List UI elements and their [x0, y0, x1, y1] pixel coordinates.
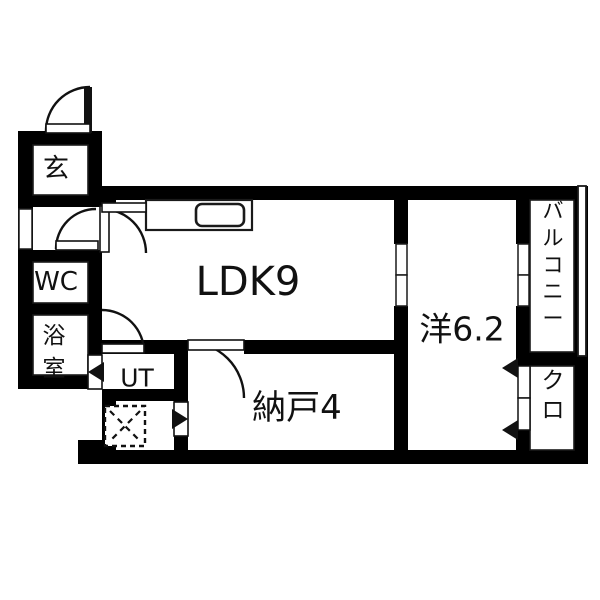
- room-label-ut: UT: [120, 364, 154, 393]
- room-label-yoshitsu: 洋6.2: [419, 310, 504, 349]
- closet-sliding-doors: [502, 358, 531, 440]
- nando-sliding-door: [172, 401, 189, 437]
- closet-door-arrow-lower-icon: [502, 420, 518, 440]
- room-floors: [33, 145, 574, 450]
- balcony-window-lower-leaf: [517, 274, 530, 307]
- bedroom-window-lower-leaf: [395, 274, 408, 307]
- washing-machine-space-icon: [103, 404, 147, 448]
- windows: [18, 208, 530, 307]
- svg-text:クロ: クロ: [542, 368, 565, 423]
- room-labels: 玄 WC 浴 室 UT LDK9 納戸4 洋6.2 バルコニー クロ: [34, 154, 564, 428]
- ldk-entry-swing-door: [99, 202, 148, 254]
- room-label-genkan: 玄: [43, 154, 69, 184]
- left-wall-window-icon: [18, 208, 33, 250]
- room-label-closet: クロ: [542, 368, 565, 423]
- svg-text:バルコニー: バルコニー: [543, 199, 564, 331]
- hall-swing-door: [54, 207, 99, 251]
- ut-swing-door: [101, 308, 146, 354]
- balcony-window-upper-leaf: [517, 243, 530, 276]
- kitchen-sink-icon: [194, 202, 246, 228]
- kitchen-counter: [144, 198, 254, 232]
- bedroom-window-upper-leaf: [395, 243, 408, 276]
- room-label-nando: 納戸4: [252, 388, 342, 428]
- bath-door-arrow-icon: [88, 362, 104, 382]
- room-label-bath-line1: 浴: [43, 323, 66, 349]
- room-label-bath-line2: 室: [43, 356, 66, 382]
- entrance-swing-door: [44, 85, 92, 134]
- nando-door-arrow-icon: [172, 409, 188, 429]
- bath-sliding-door: [87, 354, 104, 390]
- balcony-railing: [577, 185, 587, 357]
- closet-door-arrow-upper-icon: [502, 358, 518, 378]
- room-label-balcony: バルコニー: [543, 199, 564, 331]
- room-label-ldk: LDK9: [196, 259, 301, 305]
- room-label-wc: WC: [34, 267, 78, 297]
- nando-swing-door: [187, 339, 246, 399]
